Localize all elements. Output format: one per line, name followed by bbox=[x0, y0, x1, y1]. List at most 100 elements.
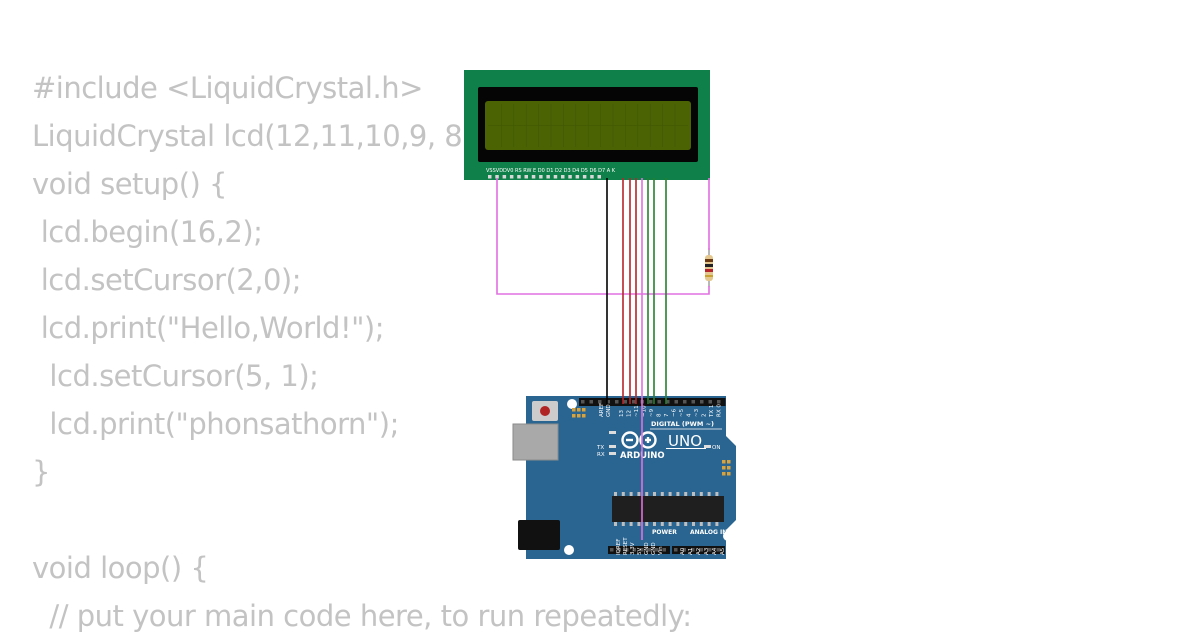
header-pin bbox=[691, 400, 695, 404]
pin-label: 2 bbox=[702, 414, 708, 418]
chip-pin bbox=[668, 522, 672, 526]
pin-label: 5V bbox=[637, 548, 643, 555]
pin-label: A1 bbox=[688, 548, 694, 555]
header-pin bbox=[647, 548, 651, 552]
lcd-pin bbox=[502, 175, 507, 179]
chip-pin bbox=[699, 492, 703, 496]
chip-pin bbox=[629, 492, 633, 496]
code-line: LiquidCrystal lcd(12,11,10,9, 8 bbox=[32, 119, 463, 153]
code-line: lcd.setCursor(5, 1); bbox=[32, 359, 319, 393]
header-pin bbox=[581, 400, 585, 404]
chip-pin bbox=[676, 522, 680, 526]
chip-pin bbox=[668, 492, 672, 496]
header-pin bbox=[632, 400, 636, 404]
pin-label: 12 bbox=[627, 410, 633, 417]
header-pin bbox=[625, 548, 629, 552]
pin-label: ~3 bbox=[694, 408, 700, 417]
resistor-band bbox=[705, 269, 713, 272]
resistor[interactable] bbox=[705, 248, 713, 287]
pin-label: A0 bbox=[680, 547, 686, 555]
chip-pin bbox=[707, 492, 711, 496]
chip-pin bbox=[653, 522, 656, 526]
chip-pin bbox=[629, 522, 633, 526]
reset-button-cap[interactable] bbox=[540, 406, 550, 416]
icsp-pin bbox=[582, 408, 586, 412]
chip-pin bbox=[684, 492, 688, 496]
header-pin bbox=[655, 548, 659, 552]
lcd-pin bbox=[575, 175, 580, 179]
pin-label: A4 bbox=[712, 547, 718, 555]
pin-label: 3.3V bbox=[630, 542, 636, 555]
icsp-pin bbox=[572, 408, 576, 412]
pin-label: RX 0 bbox=[717, 404, 723, 417]
lcd-pin-labels: VSSVDDV0 RS RW E D0 D1 D2 D3 D4 D5 D6 D7… bbox=[486, 168, 616, 174]
rx-led-icon bbox=[609, 452, 616, 455]
lcd-char-grid bbox=[488, 104, 688, 147]
analog-header-label: ANALOG IN bbox=[690, 529, 727, 536]
digital-header-label: DIGITAL (PWM ~) bbox=[651, 420, 714, 428]
code-line: } bbox=[32, 455, 50, 489]
lcd-pin bbox=[488, 175, 492, 179]
header-pin bbox=[632, 548, 636, 552]
lcd-pin bbox=[531, 175, 536, 179]
pin-label: RESET bbox=[623, 537, 629, 555]
chip-pin bbox=[715, 522, 719, 526]
lcd-pin bbox=[517, 175, 521, 179]
chip-pin bbox=[637, 522, 641, 526]
pin-label: 4 bbox=[687, 413, 693, 417]
code-line: void setup() { bbox=[32, 167, 227, 201]
lcd-pin bbox=[509, 175, 514, 179]
pin-label: ~6 bbox=[672, 408, 678, 417]
chip-pin bbox=[660, 492, 664, 496]
lcd-pin bbox=[561, 175, 565, 179]
lcd-pin bbox=[524, 175, 528, 179]
header-pin bbox=[606, 400, 610, 404]
header-pin bbox=[691, 548, 695, 552]
aref-label: AREF bbox=[599, 403, 605, 417]
analog-header[interactable] bbox=[672, 546, 725, 554]
chip-pin bbox=[645, 492, 649, 496]
lcd-pin bbox=[590, 175, 594, 179]
chip-pin bbox=[660, 522, 664, 526]
resistor-band bbox=[705, 275, 713, 277]
header-pin bbox=[589, 400, 593, 404]
icsp-pin bbox=[727, 472, 731, 476]
lcd-pin bbox=[495, 175, 499, 179]
chip-pin bbox=[699, 522, 703, 526]
resistor-band bbox=[705, 259, 713, 262]
header-pin bbox=[716, 548, 720, 552]
pin-label: IOREF bbox=[616, 539, 622, 555]
lcd-pin bbox=[539, 175, 543, 179]
header-pin bbox=[662, 548, 666, 552]
lcd-pin bbox=[597, 175, 601, 179]
lcd-module[interactable]: VSSVDDV0 RS RW E D0 D1 D2 D3 D4 D5 D6 D7… bbox=[464, 70, 710, 180]
chip-pin bbox=[614, 522, 617, 526]
lcd-pin bbox=[568, 175, 572, 179]
header-pin bbox=[699, 548, 703, 552]
icsp-pin bbox=[722, 460, 726, 464]
pin-label: Vin bbox=[658, 546, 664, 555]
icsp-pin bbox=[582, 414, 586, 418]
chip-pin bbox=[715, 492, 719, 496]
lcd-pin bbox=[582, 175, 587, 179]
code-line: #include <LiquidCrystal.h> bbox=[32, 71, 423, 105]
icsp-pin bbox=[577, 408, 581, 412]
l-led-icon bbox=[609, 431, 616, 434]
model-underline bbox=[666, 448, 706, 449]
pin-label: TX 1 bbox=[709, 405, 715, 418]
icsp-pin bbox=[572, 414, 576, 418]
pin-label: A3 bbox=[704, 547, 710, 555]
header-pin bbox=[598, 400, 602, 404]
code-line: lcd.print("phonsathorn"); bbox=[32, 407, 399, 441]
chip-pin bbox=[621, 492, 625, 496]
power-header[interactable] bbox=[608, 546, 670, 554]
arduino-logo-icon bbox=[621, 431, 657, 449]
wire-pink-loop[interactable] bbox=[496, 178, 710, 295]
chip-pins bbox=[614, 492, 719, 526]
header-pin bbox=[674, 548, 678, 552]
gnd-label: GND bbox=[606, 404, 612, 417]
pin-label: GND bbox=[651, 542, 657, 555]
lcd-pin-row bbox=[488, 175, 601, 179]
